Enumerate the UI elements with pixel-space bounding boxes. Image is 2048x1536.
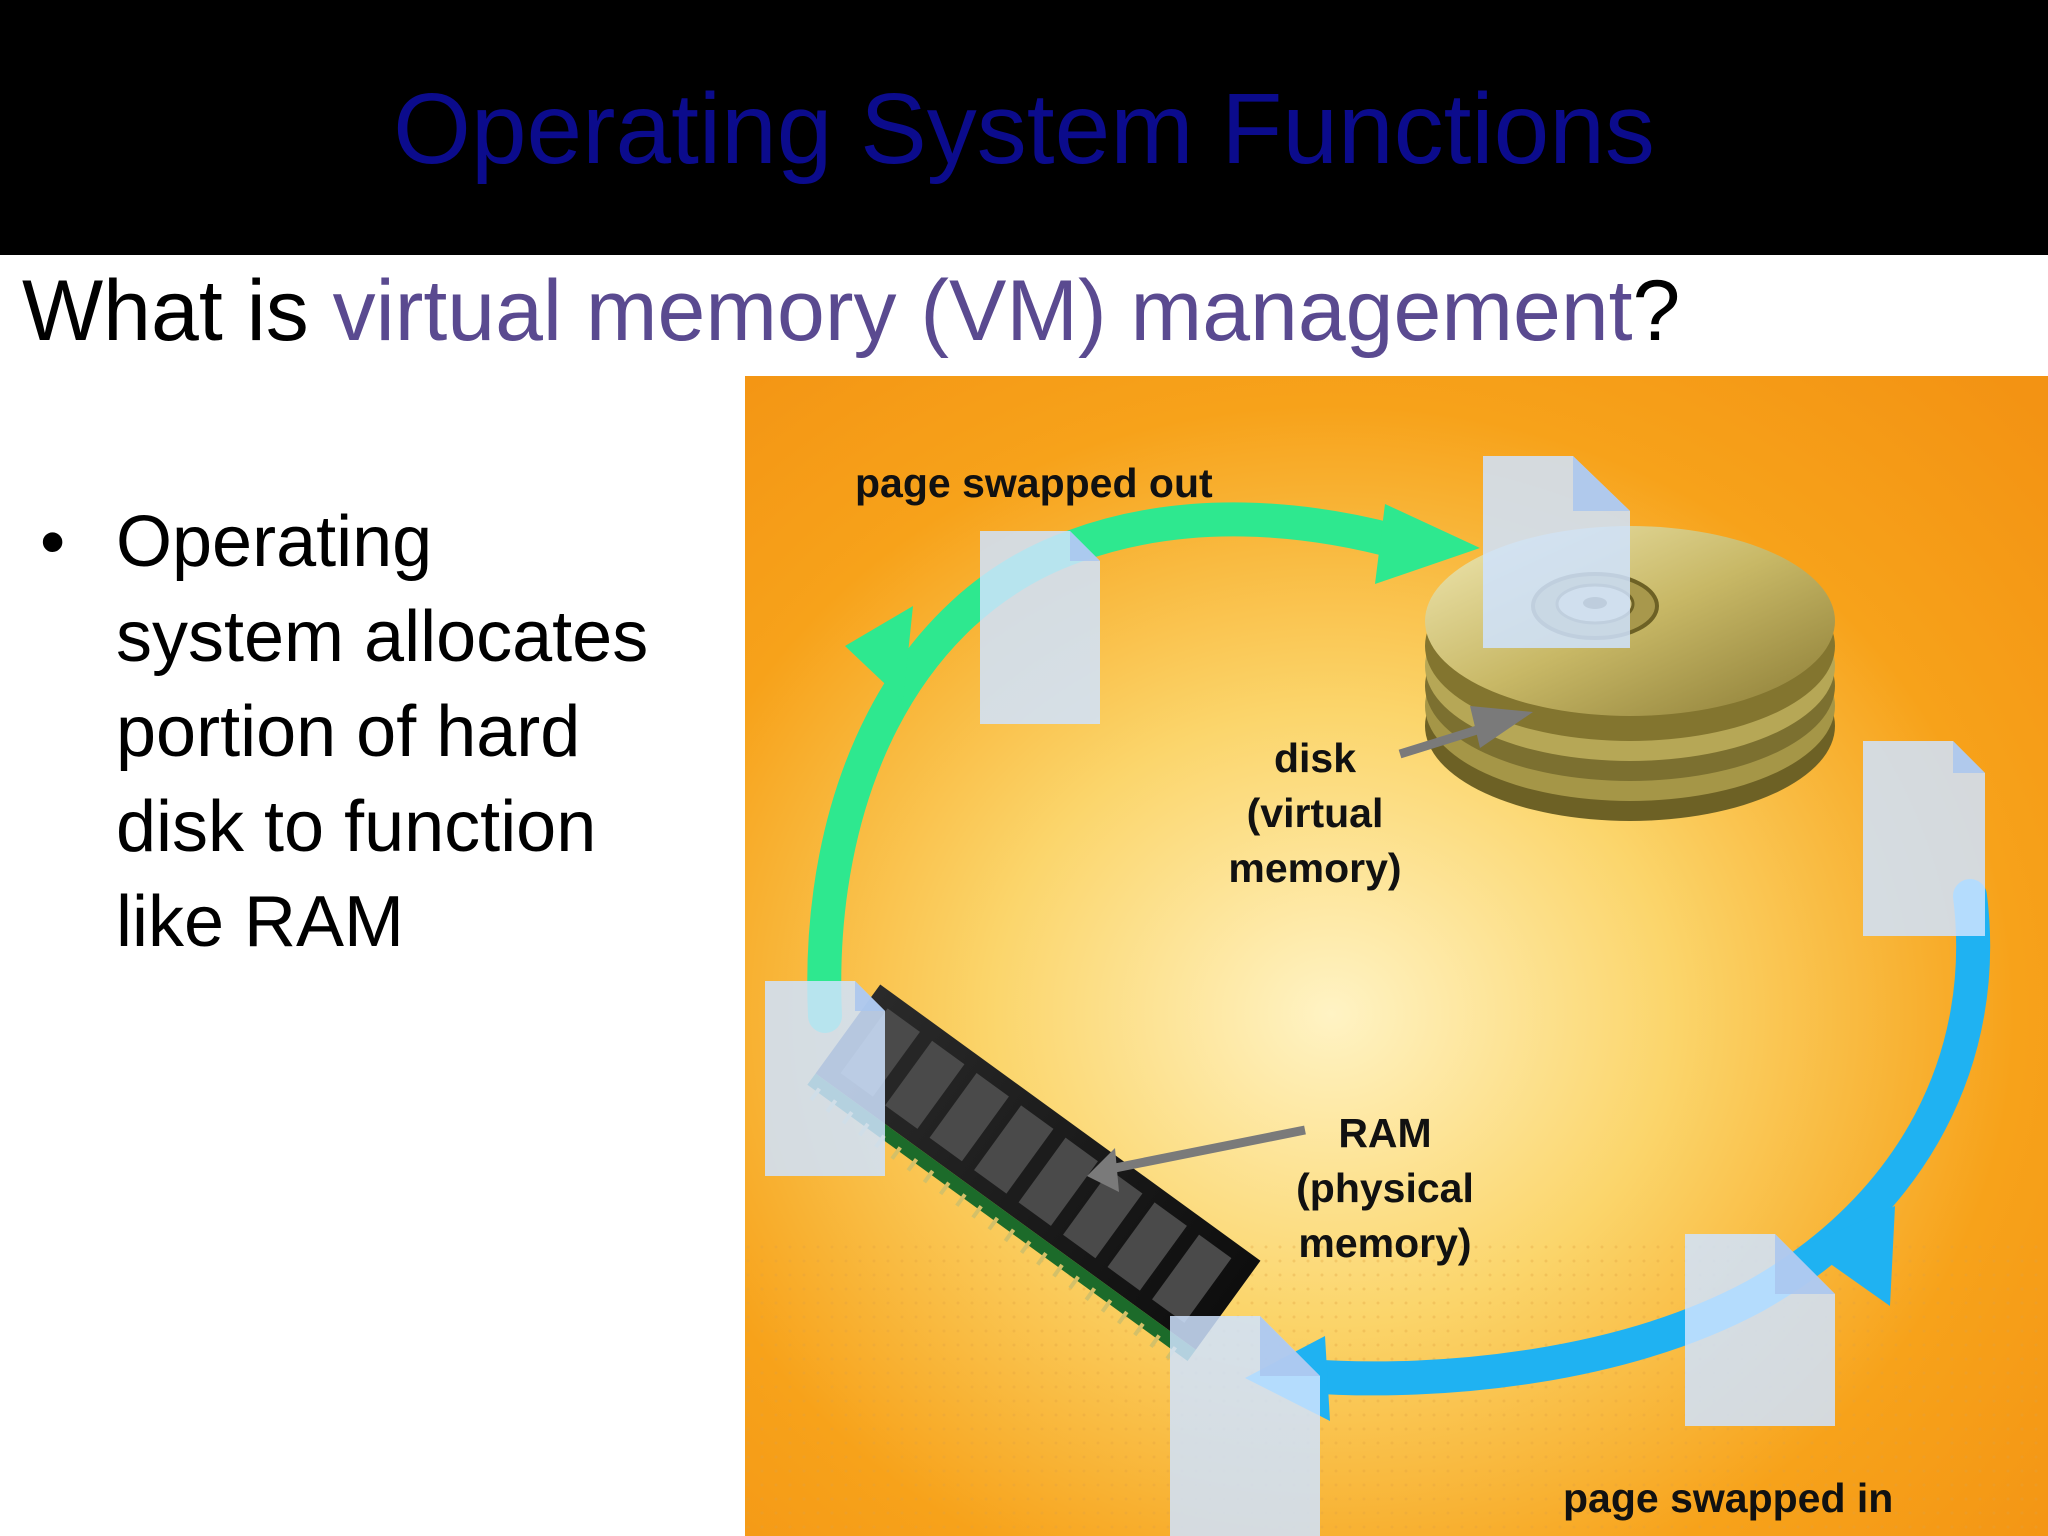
label-page-swapped-out: page swapped out: [855, 460, 1213, 506]
label-page-swapped-in: page swapped in: [1563, 1475, 1894, 1521]
subtitle-highlight: virtual memory (VM) management: [332, 263, 1633, 359]
bullet-marker: •: [40, 502, 66, 582]
bullet-list: • Operating system allocates portion of …: [40, 495, 740, 970]
slide-title: Operating System Functions: [393, 73, 1655, 185]
swap-in-arrowhead-2: [1805, 1206, 1895, 1306]
ram-pointer-arrow: [1087, 1125, 1306, 1192]
page-icon-swapped-out: [980, 531, 1100, 724]
label-ram-line: memory): [1298, 1220, 1472, 1266]
label-disk-line: (virtual: [1246, 790, 1384, 836]
disk-pointer-arrow: [1398, 706, 1533, 759]
ram-module-icon: [807, 984, 1261, 1362]
slide-subtitle: What is virtual memory (VM) management?: [22, 262, 1680, 361]
page-icons: [765, 456, 1985, 1536]
bullet-item: • Operating system allocates portion of …: [40, 495, 740, 970]
page-icon-ram-top: [765, 981, 885, 1176]
page-icon-disk-side: [1863, 741, 1985, 936]
bullet-line: disk to function: [116, 787, 597, 867]
bullet-line: system allocates: [116, 597, 649, 677]
label-ram-line: (physical: [1296, 1165, 1474, 1211]
bullet-line: like RAM: [116, 882, 405, 962]
label-disk-line: disk: [1273, 735, 1357, 781]
label-disk-line: memory): [1228, 845, 1402, 891]
label-disk: disk (virtual memory): [1215, 731, 1415, 896]
subtitle-suffix: ?: [1632, 263, 1681, 359]
virtual-memory-figure: page swapped out disk (virtual memory) R…: [745, 376, 2048, 1536]
page-icon-disk-top: [1483, 456, 1630, 648]
label-ram-line: RAM: [1338, 1110, 1432, 1156]
subtitle-prefix: What is: [22, 263, 333, 359]
swap-out-arrowhead-2: [845, 606, 913, 701]
swap-out-arrowhead: [1375, 504, 1480, 584]
page-icon-swapped-in: [1685, 1234, 1835, 1426]
figure-illustration: [745, 376, 2048, 1536]
title-bar: Operating System Functions: [0, 0, 2048, 255]
label-ram: RAM (physical memory): [1270, 1106, 1500, 1271]
bullet-line: Operating: [116, 502, 433, 582]
page-icon-ram-bottom: [1170, 1316, 1320, 1536]
bullet-line: portion of hard: [116, 692, 581, 772]
